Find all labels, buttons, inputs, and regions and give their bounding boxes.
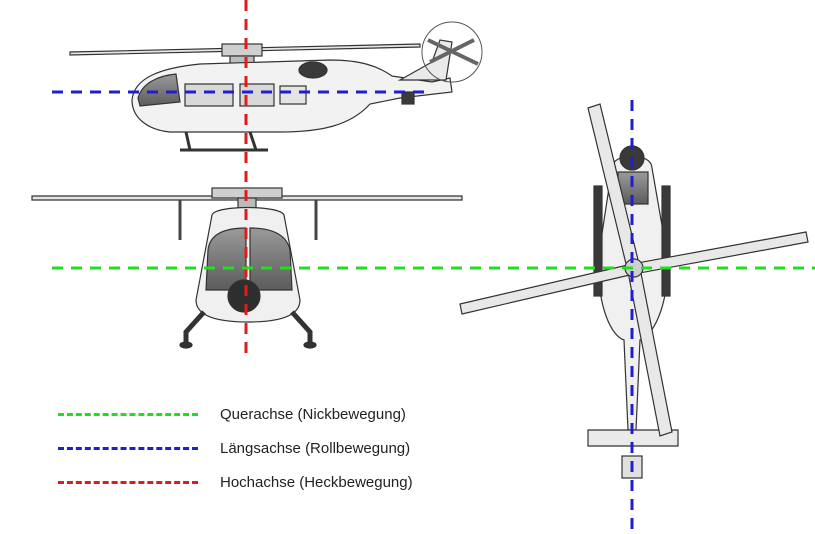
side-rotor-hub bbox=[221, 43, 263, 57]
side-tail-rotor bbox=[421, 21, 483, 83]
axis-lines bbox=[52, 0, 815, 534]
legend-item-laengsachse: Längsachse (Rollbewegung) bbox=[58, 436, 410, 460]
legend-label-querachse: Querachse (Nickbewegung) bbox=[220, 405, 406, 423]
helicopter-side-view bbox=[69, 21, 483, 152]
helicopter-top-view bbox=[459, 103, 809, 479]
front-skids bbox=[183, 310, 313, 344]
legend-item-hochachse: Hochachse (Heckbewegung) bbox=[58, 470, 413, 494]
legend-item-querachse: Querachse (Nickbewegung) bbox=[58, 402, 406, 426]
helicopter-front-view bbox=[31, 187, 463, 349]
legend-swatch-hochachse bbox=[58, 480, 198, 484]
legend-label-hochachse: Hochachse (Heckbewegung) bbox=[220, 473, 413, 491]
side-skids bbox=[180, 131, 268, 152]
legend-label-laengsachse: Längsachse (Rollbewegung) bbox=[220, 439, 411, 457]
legend-swatch-laengsachse bbox=[58, 446, 198, 450]
legend-swatch-querachse bbox=[58, 412, 198, 416]
